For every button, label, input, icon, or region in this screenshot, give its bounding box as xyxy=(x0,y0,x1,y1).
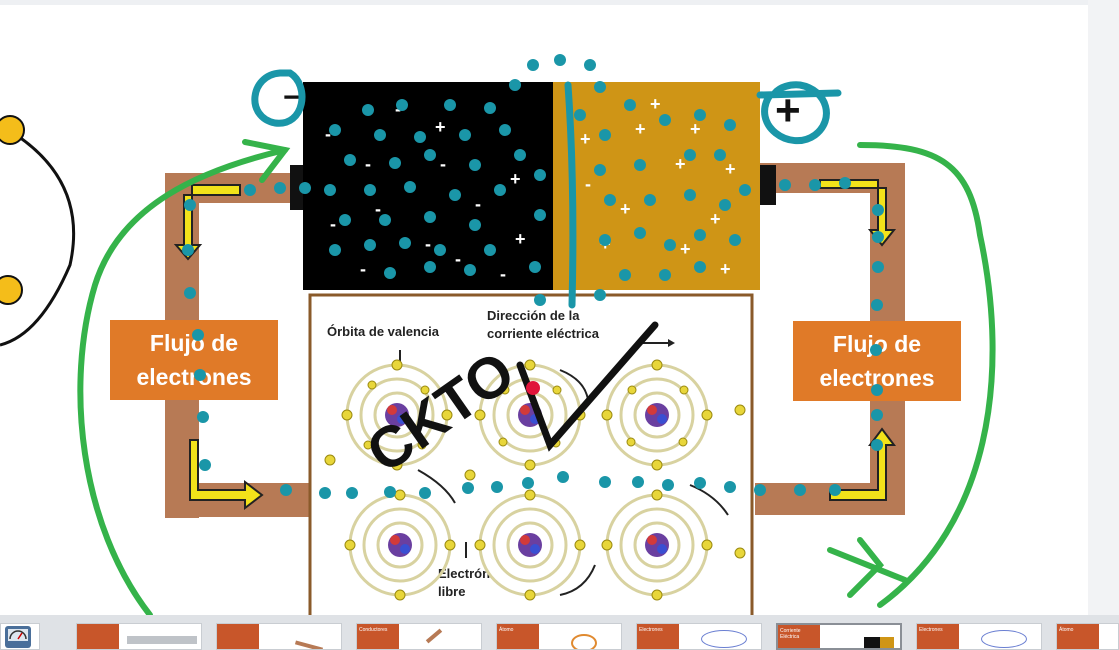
vertical-scrollbar[interactable] xyxy=(1088,0,1119,615)
thumbnail-4-tag: Conductores xyxy=(357,624,399,649)
svg-text:-: - xyxy=(365,154,371,174)
svg-text:-: - xyxy=(330,214,336,234)
svg-text:+: + xyxy=(620,199,631,219)
thumbnail-5[interactable]: Átomo xyxy=(496,623,622,650)
direction-label-line2: corriente eléctrica xyxy=(487,326,600,341)
valence-orbit-label: Órbita de valencia xyxy=(327,324,440,339)
svg-text:-: - xyxy=(360,259,366,279)
thumbnail-6[interactable]: Electrones xyxy=(636,623,762,650)
svg-text:+: + xyxy=(680,239,691,259)
atom-4 xyxy=(348,493,452,597)
svg-text:+: + xyxy=(515,229,526,249)
whiteboard-canvas[interactable]: − + --- --- --- --- +++ +++ +++ +++ +-+ … xyxy=(0,5,1088,615)
svg-text:+: + xyxy=(635,119,646,139)
partial-atom-left xyxy=(0,115,76,347)
atom-diagram-panel: Órbita de valencia Dirección de la corri… xyxy=(308,293,754,615)
teal-strokes xyxy=(251,69,842,309)
svg-text:-: - xyxy=(325,124,331,144)
thumbnail-2-tag xyxy=(77,624,119,649)
svg-text:-: - xyxy=(425,234,431,254)
svg-text:+: + xyxy=(675,154,686,174)
battery-minus-sign: − xyxy=(283,81,301,114)
thumbnail-5-tag: Átomo xyxy=(497,624,539,649)
direction-label-line1: Dirección de la xyxy=(487,308,580,323)
atom-5 xyxy=(478,493,582,597)
svg-text:+: + xyxy=(690,119,701,139)
green-circuit-strokes xyxy=(77,139,996,615)
thumbnail-3-tag xyxy=(217,624,259,649)
thumbnail-4[interactable]: Conductores xyxy=(356,623,482,650)
svg-text:-: - xyxy=(440,154,446,174)
thumbnail-7-tag: Corriente Eléctrica xyxy=(778,625,820,648)
svg-text:-: - xyxy=(475,194,481,214)
flow-label-left-line2: electrones xyxy=(136,364,251,390)
svg-text:-: - xyxy=(375,199,381,219)
red-pointer-dot xyxy=(526,381,540,395)
svg-text:+: + xyxy=(725,159,736,179)
svg-text:-: - xyxy=(500,264,506,284)
thumbnail-9[interactable]: Átomo xyxy=(1056,623,1119,650)
slide-filmstrip: Conductores Átomo Electrones Corriente E… xyxy=(0,615,1119,650)
thumbnail-7-selected[interactable]: Corriente Eléctrica xyxy=(776,623,902,650)
slide-drawing: − + --- --- --- --- +++ +++ +++ +++ +-+ … xyxy=(0,54,996,615)
teal-electron-dots xyxy=(182,54,884,499)
free-electron-label-line2: libre xyxy=(438,584,465,599)
svg-text:-: - xyxy=(455,249,461,269)
svg-text:+: + xyxy=(720,259,731,279)
svg-text:+: + xyxy=(510,169,521,189)
free-electron-label-line1: Electrón xyxy=(438,566,490,581)
svg-text:+: + xyxy=(710,209,721,229)
thumbnail-1[interactable] xyxy=(0,623,40,650)
battery-negative-side xyxy=(303,82,553,290)
gauge-icon xyxy=(5,626,31,648)
svg-text:+: + xyxy=(435,117,446,137)
thumbnail-2[interactable] xyxy=(76,623,202,650)
svg-text:-: - xyxy=(585,174,591,194)
svg-text:+: + xyxy=(650,94,661,114)
thumbnail-8-tag: Electrones xyxy=(917,624,959,649)
atom-6 xyxy=(605,493,709,597)
thumbnail-8[interactable]: Electrones xyxy=(916,623,1042,650)
battery-positive-side xyxy=(553,82,760,290)
battery xyxy=(290,82,776,290)
thumbnail-6-tag: Electrones xyxy=(637,624,679,649)
thumbnail-9-tag: Átomo xyxy=(1057,624,1099,649)
atom-3 xyxy=(605,363,709,467)
svg-text:+: + xyxy=(580,129,591,149)
thumbnail-3[interactable] xyxy=(216,623,342,650)
